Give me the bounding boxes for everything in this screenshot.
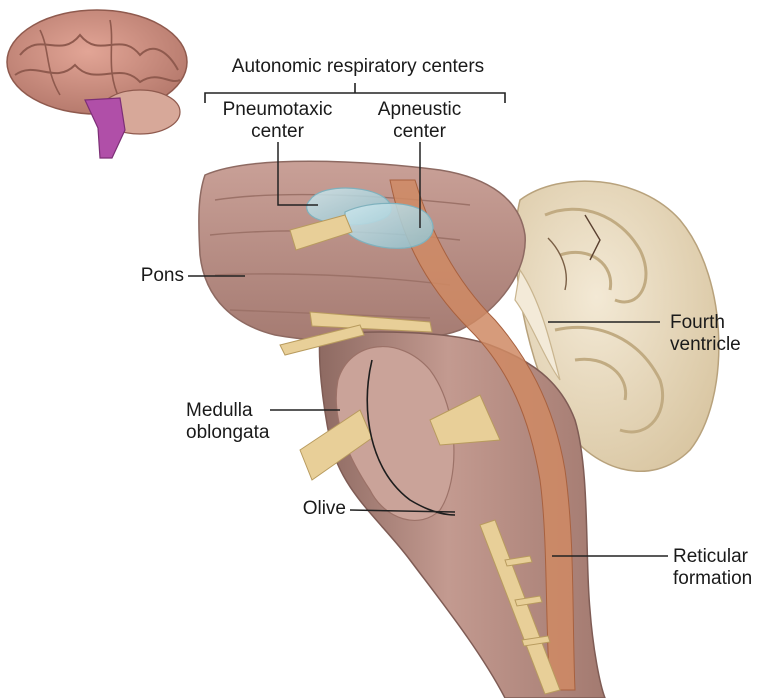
thumbnail-brain [7, 10, 187, 158]
apneustic-center-label: Apneustic center [362, 99, 477, 143]
pneumotaxic-center-label: Pneumotaxic center [205, 99, 350, 143]
pons-label: Pons [110, 265, 184, 287]
olive-label: Olive [280, 498, 346, 520]
reticular-formation-label: Reticular formation [673, 546, 769, 590]
fourth-ventricle-label: Fourth ventricle [670, 312, 766, 356]
medulla-oblongata-label: Medulla oblongata [186, 400, 286, 444]
group-header-label: Autonomic respiratory centers [203, 56, 513, 78]
